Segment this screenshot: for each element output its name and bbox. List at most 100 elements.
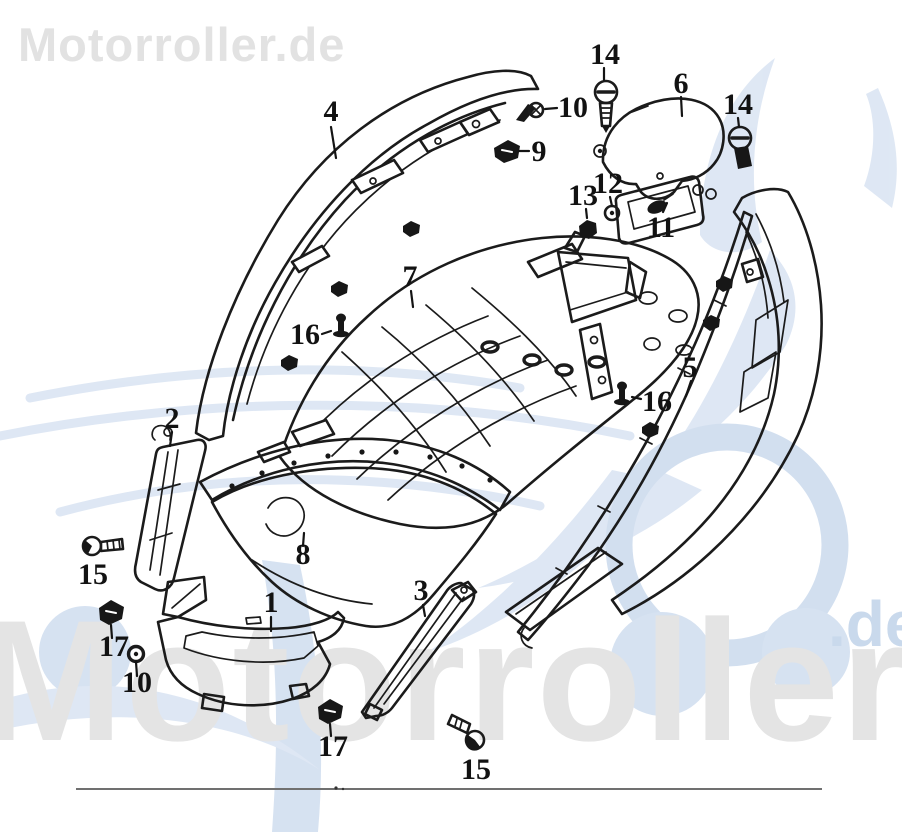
right-cover-bracket [740,257,765,284]
bottom-rule-dot-1 [334,786,338,790]
callout-label-8: 8 [296,538,311,571]
pin-16a-icon [333,313,349,338]
swirl-tail-bottom-left [0,685,320,770]
screw-15a-icon [81,535,125,557]
leader-3 [421,603,427,618]
swirl-wave-3 [55,475,545,517]
part-8-rivet-dots [229,449,493,489]
part-right-side-cover [610,187,823,616]
callout-label-14b: 14 [723,88,753,121]
leader-6 [679,95,684,118]
part-7-hinge-bracket-1 [290,418,336,448]
part-4-brace-1 [350,158,405,195]
part-1-outline [156,610,346,707]
swirl-wing-right-edge [864,88,897,208]
part-5-ticks [555,299,727,575]
part-1-rim-tab [245,616,262,625]
part-8-bottom-line [251,559,373,605]
part-7-hole-1 [638,291,658,305]
part-11-lid-plate [614,175,705,245]
part-3-inner-2 [383,596,465,705]
part-3-bracket-hole [460,586,468,594]
clip-17b-icon [318,699,343,738]
part-5-lower-flange [504,546,624,632]
callout-label-17b: 17 [318,730,348,763]
part-7-outline [278,235,700,530]
part-7-side-bracket [578,322,614,401]
part-8-notch [265,496,305,537]
callout-label-10a: 10 [558,91,588,124]
right-cover-facet-1 [751,299,789,369]
part-3-top-bracket [450,580,478,603]
part-7-grommet-1 [480,340,500,354]
leader-13 [584,207,589,220]
watermark-top-logo: Motorroller.de [18,18,345,71]
part-5-flange-hook [520,627,533,649]
screw-10a-icon [516,101,545,122]
watermark-bottom-text: Motorroller [0,585,902,777]
part-7-well-bracket-right [624,260,648,300]
watermark-swirl-graphic [0,58,897,832]
part-8-skirt [210,466,498,629]
part-6-dome-lid [593,97,725,201]
swirl-ring [605,423,849,667]
part-1-window [183,631,319,663]
part-7-well [556,250,638,324]
part-7-grommet-3 [554,363,574,377]
callout-label-4: 4 [324,95,339,128]
part-6-left-tab-hole [597,148,603,154]
part-3-outline [360,581,476,720]
callout-label-17a: 17 [99,630,129,663]
callout-label-6: 6 [674,67,689,100]
part-1-foot-2 [288,682,311,701]
part-8-inner-panel [198,437,512,629]
part-2-left-trim-panel [133,424,207,592]
part-8-top-band [198,437,512,512]
part-7-grid-v2 [381,326,491,447]
part-7-side-bracket-hole-1 [589,335,599,345]
part-2-inner-2 [159,449,179,576]
swirl-sweep-right [658,250,796,470]
part-4-brace-3 [290,244,331,274]
part-6-dot [656,172,664,180]
part-5-side-trim-strip [504,210,754,649]
part-7-grid-v1 [341,351,447,473]
leader-10a [543,106,559,111]
part-7-grid-h2 [331,335,521,457]
leader-4 [329,125,338,160]
part-2-inner-1 [149,451,169,571]
unlabeled-clips [281,221,733,438]
part-2-outline [133,438,207,592]
part-3-foot [363,702,384,722]
part-4-inner-rail [231,101,507,422]
screw-15b-icon [446,713,486,751]
part-7-well-inner [565,261,629,311]
part-11-inner [627,185,696,230]
swirl-wave-1 [25,365,525,403]
part-13-nut [579,220,597,239]
leader-5 [684,379,693,398]
grommet-10b-icon [126,644,146,678]
callout-label-2: 2 [165,402,180,435]
leader-16b [630,395,643,401]
callout-label-13: 13 [568,179,598,212]
part-6-left-tab [593,144,607,158]
callout-label-9: 9 [532,135,547,168]
part-12-hole [609,210,615,216]
right-cover-bracket-hole [746,268,754,276]
part-7-frame-center-cover [256,230,700,530]
leader-7 [409,289,415,309]
part-7-grid-h3 [356,359,549,480]
part-7-grid-h1 [311,315,489,433]
swirl-disc-2 [610,612,714,716]
part-7-top-slot [526,242,584,279]
part-7-grid-v4 [471,287,577,397]
swirl-disc-1 [39,606,131,698]
leader-16a [320,329,333,336]
callout-label-15a: 15 [78,558,108,591]
callout-label-5: 5 [683,351,698,384]
part-7-side-bracket-hole-2 [597,375,607,385]
part-6-hinge-1 [692,184,704,196]
part-4-rear-top-cover [194,69,540,442]
